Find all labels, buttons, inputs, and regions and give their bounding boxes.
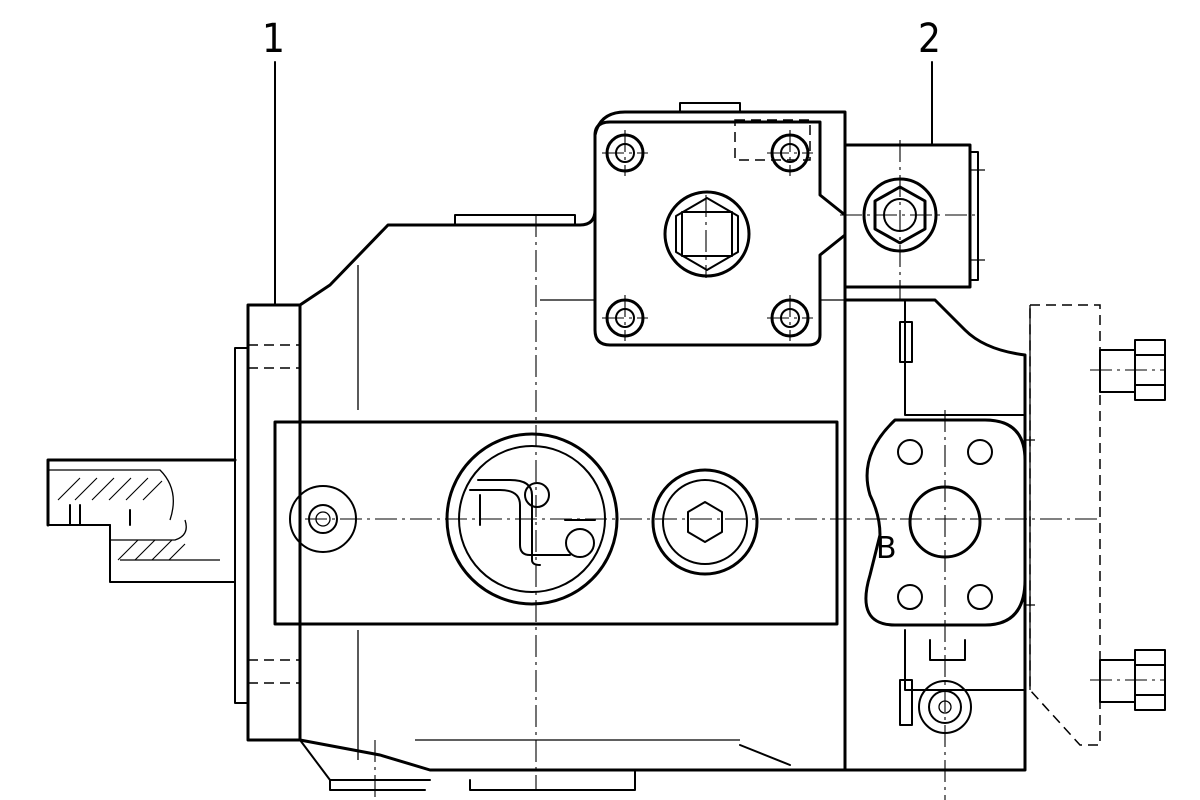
control-valve-block	[593, 102, 847, 347]
callout-1: 1	[262, 16, 285, 306]
callout-2-label: 2	[918, 16, 941, 62]
rear-port-plate	[843, 298, 1035, 772]
callout-1-label: 1	[262, 16, 285, 62]
center-lines	[305, 130, 1165, 800]
callout-2: 2	[918, 16, 941, 146]
port-b-label: B	[876, 531, 897, 566]
hex-socket-plug	[651, 468, 759, 576]
adjustment-screw-block	[843, 143, 985, 289]
phantom-attachment	[1029, 304, 1101, 746]
nameplate-band	[273, 420, 839, 626]
pump-housing	[298, 110, 847, 791]
drive-shaft	[46, 458, 237, 583]
